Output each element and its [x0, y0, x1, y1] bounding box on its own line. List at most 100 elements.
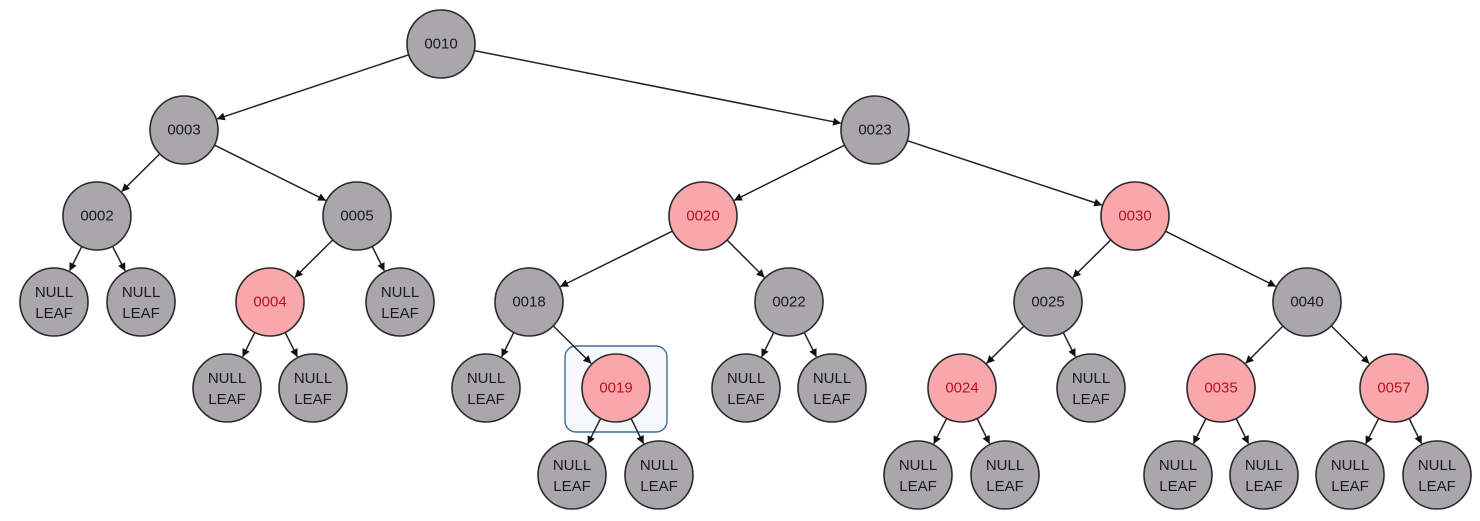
tree-node-0024[interactable]: 0024	[927, 353, 997, 423]
null-leaf-label-line: NULL	[35, 284, 73, 301]
edge-n23-to-n30	[907, 139, 1103, 207]
black-node-circle[interactable]	[840, 95, 910, 165]
null-leaf-label-line: NULL	[899, 457, 937, 474]
red-node-circle[interactable]	[927, 353, 997, 423]
red-node-circle[interactable]	[1359, 353, 1429, 423]
tree-node-0040[interactable]: 0040	[1272, 267, 1342, 337]
tree-node-0030[interactable]: 0030	[1100, 181, 1170, 251]
tree-node-0023[interactable]: 0023	[840, 95, 910, 165]
black-node-circle[interactable]	[797, 353, 867, 423]
tree-node-0003[interactable]: 0003	[149, 95, 219, 165]
black-node-circle[interactable]	[365, 267, 435, 337]
red-node-circle[interactable]	[1100, 181, 1170, 251]
null-leaf-label-line: NULL	[1072, 370, 1110, 387]
edge-n10-to-n23	[474, 49, 842, 126]
node-label: 0010	[424, 36, 457, 53]
node-label: 0005	[340, 208, 373, 225]
null-leaf-label-line: NULL	[813, 370, 851, 387]
tree-node-0019[interactable]: 0019	[581, 353, 651, 423]
node-label: 0004	[253, 294, 286, 311]
edge-n25-to-n24	[986, 325, 1025, 364]
node-label: 0023	[858, 122, 891, 139]
black-node-circle[interactable]	[406, 9, 476, 79]
tree-node-0010[interactable]: 0010	[406, 9, 476, 79]
null-leaf-label-line: LEAF	[208, 391, 246, 408]
tree-node-0022[interactable]: 0022	[754, 267, 824, 337]
node-label: 0024	[945, 380, 978, 397]
tree-node-0018[interactable]: 0018	[494, 267, 564, 337]
black-node-circle[interactable]	[322, 181, 392, 251]
tree-node-0005[interactable]: 0005	[322, 181, 392, 251]
black-node-circle[interactable]	[149, 95, 219, 165]
tree-node-0002[interactable]: 0002	[62, 181, 132, 251]
black-node-circle[interactable]	[537, 440, 607, 510]
black-node-circle[interactable]	[624, 440, 694, 510]
red-node-circle[interactable]	[668, 181, 738, 251]
tree-node-0025[interactable]: 0025	[1013, 267, 1083, 337]
node-label: 0020	[686, 208, 719, 225]
black-node-circle[interactable]	[1013, 267, 1083, 337]
black-node-circle[interactable]	[106, 267, 176, 337]
black-node-circle[interactable]	[1056, 353, 1126, 423]
null-leaf-label-line: NULL	[467, 370, 505, 387]
red-node-circle[interactable]	[1186, 353, 1256, 423]
node-label: 0057	[1377, 380, 1410, 397]
black-node-circle[interactable]	[19, 267, 89, 337]
black-node-circle[interactable]	[1315, 440, 1385, 510]
black-node-circle[interactable]	[192, 353, 262, 423]
edge-n20-to-n18	[560, 230, 673, 288]
black-node-circle[interactable]	[1402, 440, 1472, 510]
black-node-circle[interactable]	[451, 353, 521, 423]
null-leaf-label-line: NULL	[1418, 457, 1456, 474]
red-node-circle[interactable]	[235, 267, 305, 337]
black-node-circle[interactable]	[1229, 440, 1299, 510]
black-node-circle[interactable]	[1143, 440, 1213, 510]
black-node-circle[interactable]	[494, 267, 564, 337]
black-node-circle[interactable]	[754, 267, 824, 337]
black-node-circle[interactable]	[1272, 267, 1342, 337]
node-label: 0018	[512, 294, 545, 311]
tree-node-0020[interactable]: 0020	[668, 181, 738, 251]
black-node-circle[interactable]	[883, 440, 953, 510]
black-node-circle[interactable]	[278, 353, 348, 423]
tree-node-0035[interactable]: 0035	[1186, 353, 1256, 423]
edge-n3-to-n5	[214, 144, 327, 202]
tree-node-0057[interactable]: 0057	[1359, 353, 1429, 423]
node-label: 0019	[599, 380, 632, 397]
red-node-circle[interactable]	[581, 353, 651, 423]
edge-n10-to-n3	[216, 54, 410, 121]
black-node-circle[interactable]	[970, 440, 1040, 510]
tree-node-0004[interactable]: 0004	[235, 267, 305, 337]
null-leaf-label-line: LEAF	[294, 391, 332, 408]
null-leaf-label-line: LEAF	[986, 478, 1024, 495]
black-node-circle[interactable]	[62, 181, 132, 251]
edge-n23-to-n20	[733, 144, 845, 201]
edge-n2-to-l2b	[111, 245, 126, 272]
black-node-circle[interactable]	[711, 353, 781, 423]
